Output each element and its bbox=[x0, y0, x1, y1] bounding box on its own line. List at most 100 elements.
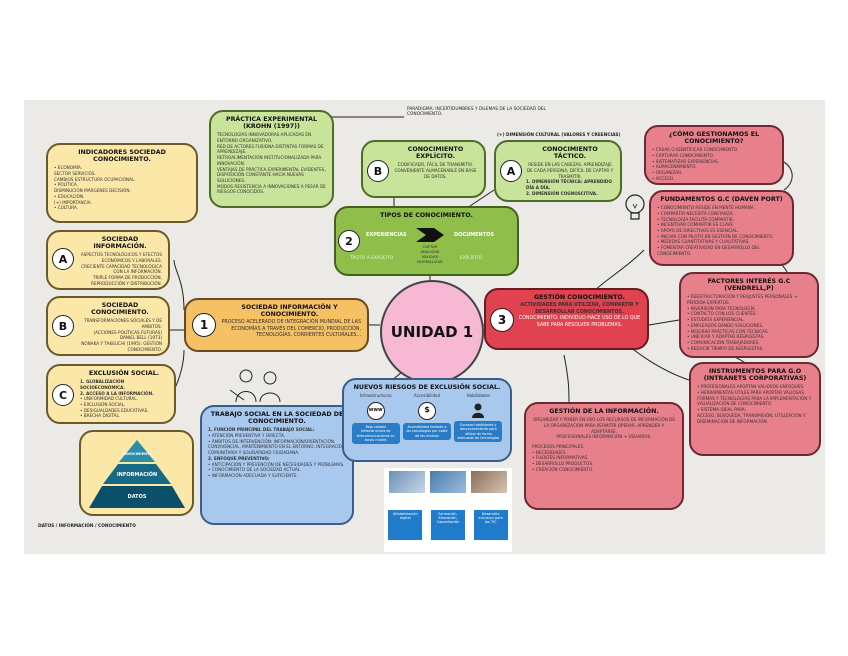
indicadores-box: INDICADORES SOCIEDAD CONOCIMIENTO. • ECO… bbox=[46, 143, 198, 223]
riesgos-col: Infraestructuras www Baja calidad infrae… bbox=[351, 393, 400, 445]
indicadores-line: • EDUCACIÓN. bbox=[54, 193, 85, 199]
instrumentos-line: • HERRAMIENTAS ÚTILES PARA APORTAR VALIO… bbox=[697, 390, 812, 407]
soc-info-line: ASPECTOS TECNOLÓGICOS Y EFECTOS ECONÓMIC… bbox=[80, 252, 162, 264]
tacito-line: 1. DIMENSIÓN TÉCNICA: APRENDIDO DÍA A DÍ… bbox=[526, 179, 612, 191]
riesgos-columns: Infraestructuras www Baja calidad infrae… bbox=[350, 393, 504, 445]
factores-box: FACTORES INTERÉS G.C (VENDRELL,P) • REES… bbox=[679, 272, 819, 358]
practica-line: RED DE ACTORES FUSIONA DISTINTAS FORMAS … bbox=[217, 143, 324, 155]
soc-info-line: TRIPLE FORMA DE PRODUCCIÓN, REPRODUCCIÓN… bbox=[91, 275, 162, 286]
mind-map-canvas: PARADIGMA: INCERTIDUMBRES Y DILEMAS DE L… bbox=[24, 100, 825, 554]
gestion-title: GESTIÓN CONOCIMIENTO. bbox=[533, 294, 626, 301]
riesgos-col-label: Accesibilidad bbox=[413, 393, 441, 399]
factores-line: • ESTUDIOS EXPERIENCIAL. bbox=[687, 317, 745, 323]
practica-line: VENTAJAS DE PRÁCTICA EXPERIMENTAL EVIDEN… bbox=[217, 166, 326, 183]
como-line: • SISTEMATIZAR EXPERIENCIAS. bbox=[652, 158, 720, 164]
factores-line: • MEJORAR PRÁCTICAS CON TÉCNICAS. bbox=[687, 328, 769, 334]
fundamentos-line: • CONOCIMIENTO RESIDE EN MENTE HUMANA. bbox=[657, 205, 756, 211]
node1-title: SOCIEDAD INFORMACIÓN Y CONOCIMIENTO. bbox=[241, 304, 338, 319]
soc-info-title: SOCIEDAD INFORMACIÓN. bbox=[93, 236, 147, 251]
pyramid-caption: DATOS / INFORMACIÓN / CONOCIMIENTO bbox=[38, 524, 136, 529]
photo-thumb-1 bbox=[389, 471, 426, 493]
tipos-title: TIPOS DE CONOCIMIENTO. bbox=[380, 212, 473, 219]
explicito-line: CODIFICADO, FÁCIL DE TRANSMITIR. bbox=[397, 162, 474, 168]
como-line: • CAPTURAR CONOCIMIENTO. bbox=[652, 153, 715, 159]
riesgos-col: Habilidades Escasas habilidades y descon… bbox=[454, 393, 503, 444]
trabajo-social-box: TRABAJO SOCIAL EN LA SOCIEDAD DE CONOCIM… bbox=[200, 405, 354, 525]
letter-c-badge: C bbox=[52, 384, 74, 406]
factores-line: • EMPLEADOS DANDO SOLUCIONES. bbox=[687, 322, 764, 328]
www-icon: www bbox=[366, 401, 385, 420]
lightbulb-icon bbox=[625, 194, 645, 220]
practica-line: RETROALIMENTACIÓN INSTITUCIONALIZADA PAR… bbox=[217, 155, 322, 166]
chevron-right-icon bbox=[416, 228, 444, 242]
indicadores-line: SECTOR SERVICIOS. bbox=[54, 171, 96, 177]
como-line: • CREAR O IDENTIFICAR CONOCIMIENTO. bbox=[652, 147, 739, 153]
factores-line: • REESTRUCTURACIÓN Y REAJUSTES PERSONALE… bbox=[687, 294, 798, 306]
practica-title: PRÁCTICA EXPERIMENTAL (KROHN (1997)) bbox=[225, 116, 318, 131]
gestion-info-line: • NECESIDADES. bbox=[532, 449, 567, 455]
inclusion-infographic: Alfabetización digital Formación, Educac… bbox=[384, 468, 512, 552]
person-icon bbox=[470, 402, 486, 418]
letter-b-badge: B bbox=[52, 315, 74, 337]
tipos-right-sub: EXPLÍCITO bbox=[460, 256, 483, 261]
indicadores-line: DISMINUCIÓN MÁRGENES DECISIÓN. bbox=[54, 188, 131, 194]
como-gestionamos-box: ¿CÓMO GESTIONAMOS EL CONOCIMIENTO? • CRE… bbox=[644, 125, 784, 185]
gestion-info-line: • CREACIÓN CONOCIMIENTO. bbox=[532, 466, 594, 472]
gestion-line: CONOCIMIENTO: INDIVIDUO HACE USO DE LO Q… bbox=[518, 316, 641, 328]
indicadores-title: INDICADORES SOCIEDAD CONOCIMIENTO. bbox=[78, 149, 166, 164]
pyramid-level-mid: INFORMACIÓN bbox=[116, 472, 158, 478]
photo-strip bbox=[384, 468, 512, 496]
number-3-badge: 3 bbox=[490, 308, 514, 332]
fundamentos-line: • TECNOLOGÍA FACILITA COMPARTIR. bbox=[657, 216, 734, 222]
letter-a-badge: A bbox=[500, 160, 522, 182]
trabajo-line: 1. FUNCIÓN PRINCIPAL DEL TRABAJO SOCIAL: bbox=[208, 427, 315, 433]
soc-con-line: DANIEL BELL (1973) bbox=[119, 335, 162, 341]
indicadores-line: • CULTURA. bbox=[54, 205, 79, 211]
trabajo-line: • ATENCIÓN PREVENTIVA Y DIRECTA. bbox=[208, 433, 286, 439]
explicito-line: CONVENIENTE ALMACENABLE EN BASE DE DATOS… bbox=[394, 168, 477, 179]
soc-con-title: SOCIEDAD CONOCIMIENTO. bbox=[91, 302, 149, 317]
exclusion-line: 1. GLOBALIZACIÓN SOCIOECONÓMICA. bbox=[80, 379, 126, 390]
exclusion-line: • EXCLUSIÓN SOCIAL. bbox=[80, 401, 126, 407]
inclusion-card: Desarrollo inclusivo para las TIC bbox=[473, 510, 508, 540]
inclusion-card: Formación, Educación, Capacitación bbox=[430, 510, 465, 540]
exclusion-line: • DESIGUALDADES EDUCATIVAS. bbox=[80, 407, 149, 413]
instrumentos-title: INSTRUMENTOS PARA G.O (INTRANETS CORPORA… bbox=[703, 368, 807, 383]
inclusion-card: Alfabetización digital bbox=[388, 510, 423, 540]
tipos-left-label: EXPERIENCIAS bbox=[366, 232, 407, 238]
tipos-left-sub: TÁCITO A EXPLÍCITO bbox=[350, 256, 394, 261]
riesgos-col-label: Habilidades bbox=[466, 393, 491, 399]
riesgos-note: Accesibilidad limitada a las tecnologías… bbox=[402, 422, 451, 440]
pyramid-level-top: CONOCIMIENTO bbox=[121, 452, 153, 456]
trabajo-line: • CONOCIMIENTO DE LA SOCIEDAD ACTUAL. bbox=[208, 467, 302, 473]
gestion-informacion-box: GESTIÓN DE LA INFORMACIÓN. ORGANIZAR Y P… bbox=[524, 402, 684, 510]
riesgos-note: Escasas habilidades y desconocimiento pa… bbox=[454, 420, 503, 443]
instrumentos-box: INSTRUMENTOS PARA G.O (INTRANETS CORPORA… bbox=[689, 362, 821, 456]
riesgos-title: NUEVOS RIESGOS DE EXCLUSIÓN SOCIAL. bbox=[353, 384, 501, 391]
gestion-conocimiento-box: GESTIÓN CONOCIMIENTO. ACTIVIDADES PARA U… bbox=[484, 288, 649, 350]
unidad-title-circle: UNIDAD 1 bbox=[380, 280, 484, 384]
riesgos-note: Baja calidad infraestructura de telecomu… bbox=[351, 422, 400, 445]
tipos-middle-item: NORMALIZAR bbox=[417, 259, 443, 265]
gestion-info-title: GESTIÓN DE LA INFORMACIÓN. bbox=[549, 408, 659, 415]
trabajo-line: • ÁMBITOS DE INTERVENCIÓN: INFORMACIÓN/O… bbox=[208, 438, 346, 456]
exclusion-line: • UNIFORMIDAD CULTURAL. bbox=[80, 396, 138, 402]
factores-line: • COMUNICACIÓN TRABAJADORES. bbox=[687, 339, 760, 345]
instrumentos-line: • PROFESIONALES APORTAN VALIOSOS ENFOQUE… bbox=[697, 384, 805, 390]
instrumentos-line: ACCESO, BÚSQUEDA, TRANSMISIÓN, UTILIZACI… bbox=[697, 412, 806, 424]
practica-line: MODOS RESISTENCIA A INNOVACIONES A PESAR… bbox=[217, 183, 326, 195]
gestion-info-line: • DESARROLLO PRODUCTOS. bbox=[532, 460, 594, 466]
trabajo-line: • ANTICIPACIÓN Y PREVENCIÓN DE NECESIDAD… bbox=[208, 461, 345, 467]
tipos-middle-list: CAPTAR ANALIZAR VALIDAR NORMALIZAR bbox=[416, 244, 444, 265]
riesgos-col-label: Infraestructuras bbox=[359, 393, 392, 399]
soc-con-line: TRANSFORMACIONES SOCIALES Y DE AMBITOS. bbox=[84, 318, 162, 330]
soc-con-line: (ACCIONES POLÍTICAS FUTURAS) bbox=[93, 329, 162, 335]
tipos-middle-item: CAPTAR bbox=[422, 244, 438, 249]
exclusion-line: • BRECHA DIGITAL. bbox=[80, 413, 121, 419]
como-line: • ORGANIZAR. bbox=[652, 170, 683, 176]
soc-con-line: NONAKA Y TAKEUCHI (1995): GESTIÓN CONOCI… bbox=[81, 341, 162, 352]
fundamentos-box: FUNDAMENTOS G.C (DAVEN PORT) • CONOCIMIE… bbox=[649, 190, 794, 266]
exclusion-line: 2. ACCESO A LA INFORMACIÓN. bbox=[80, 390, 154, 396]
instrumentos-line: • SISTEMA IDEAL PARA: bbox=[697, 407, 747, 413]
dimension-cultural-label: (+) DIMENSIÓN CULTURAL (VALORES Y CREENC… bbox=[497, 133, 621, 138]
